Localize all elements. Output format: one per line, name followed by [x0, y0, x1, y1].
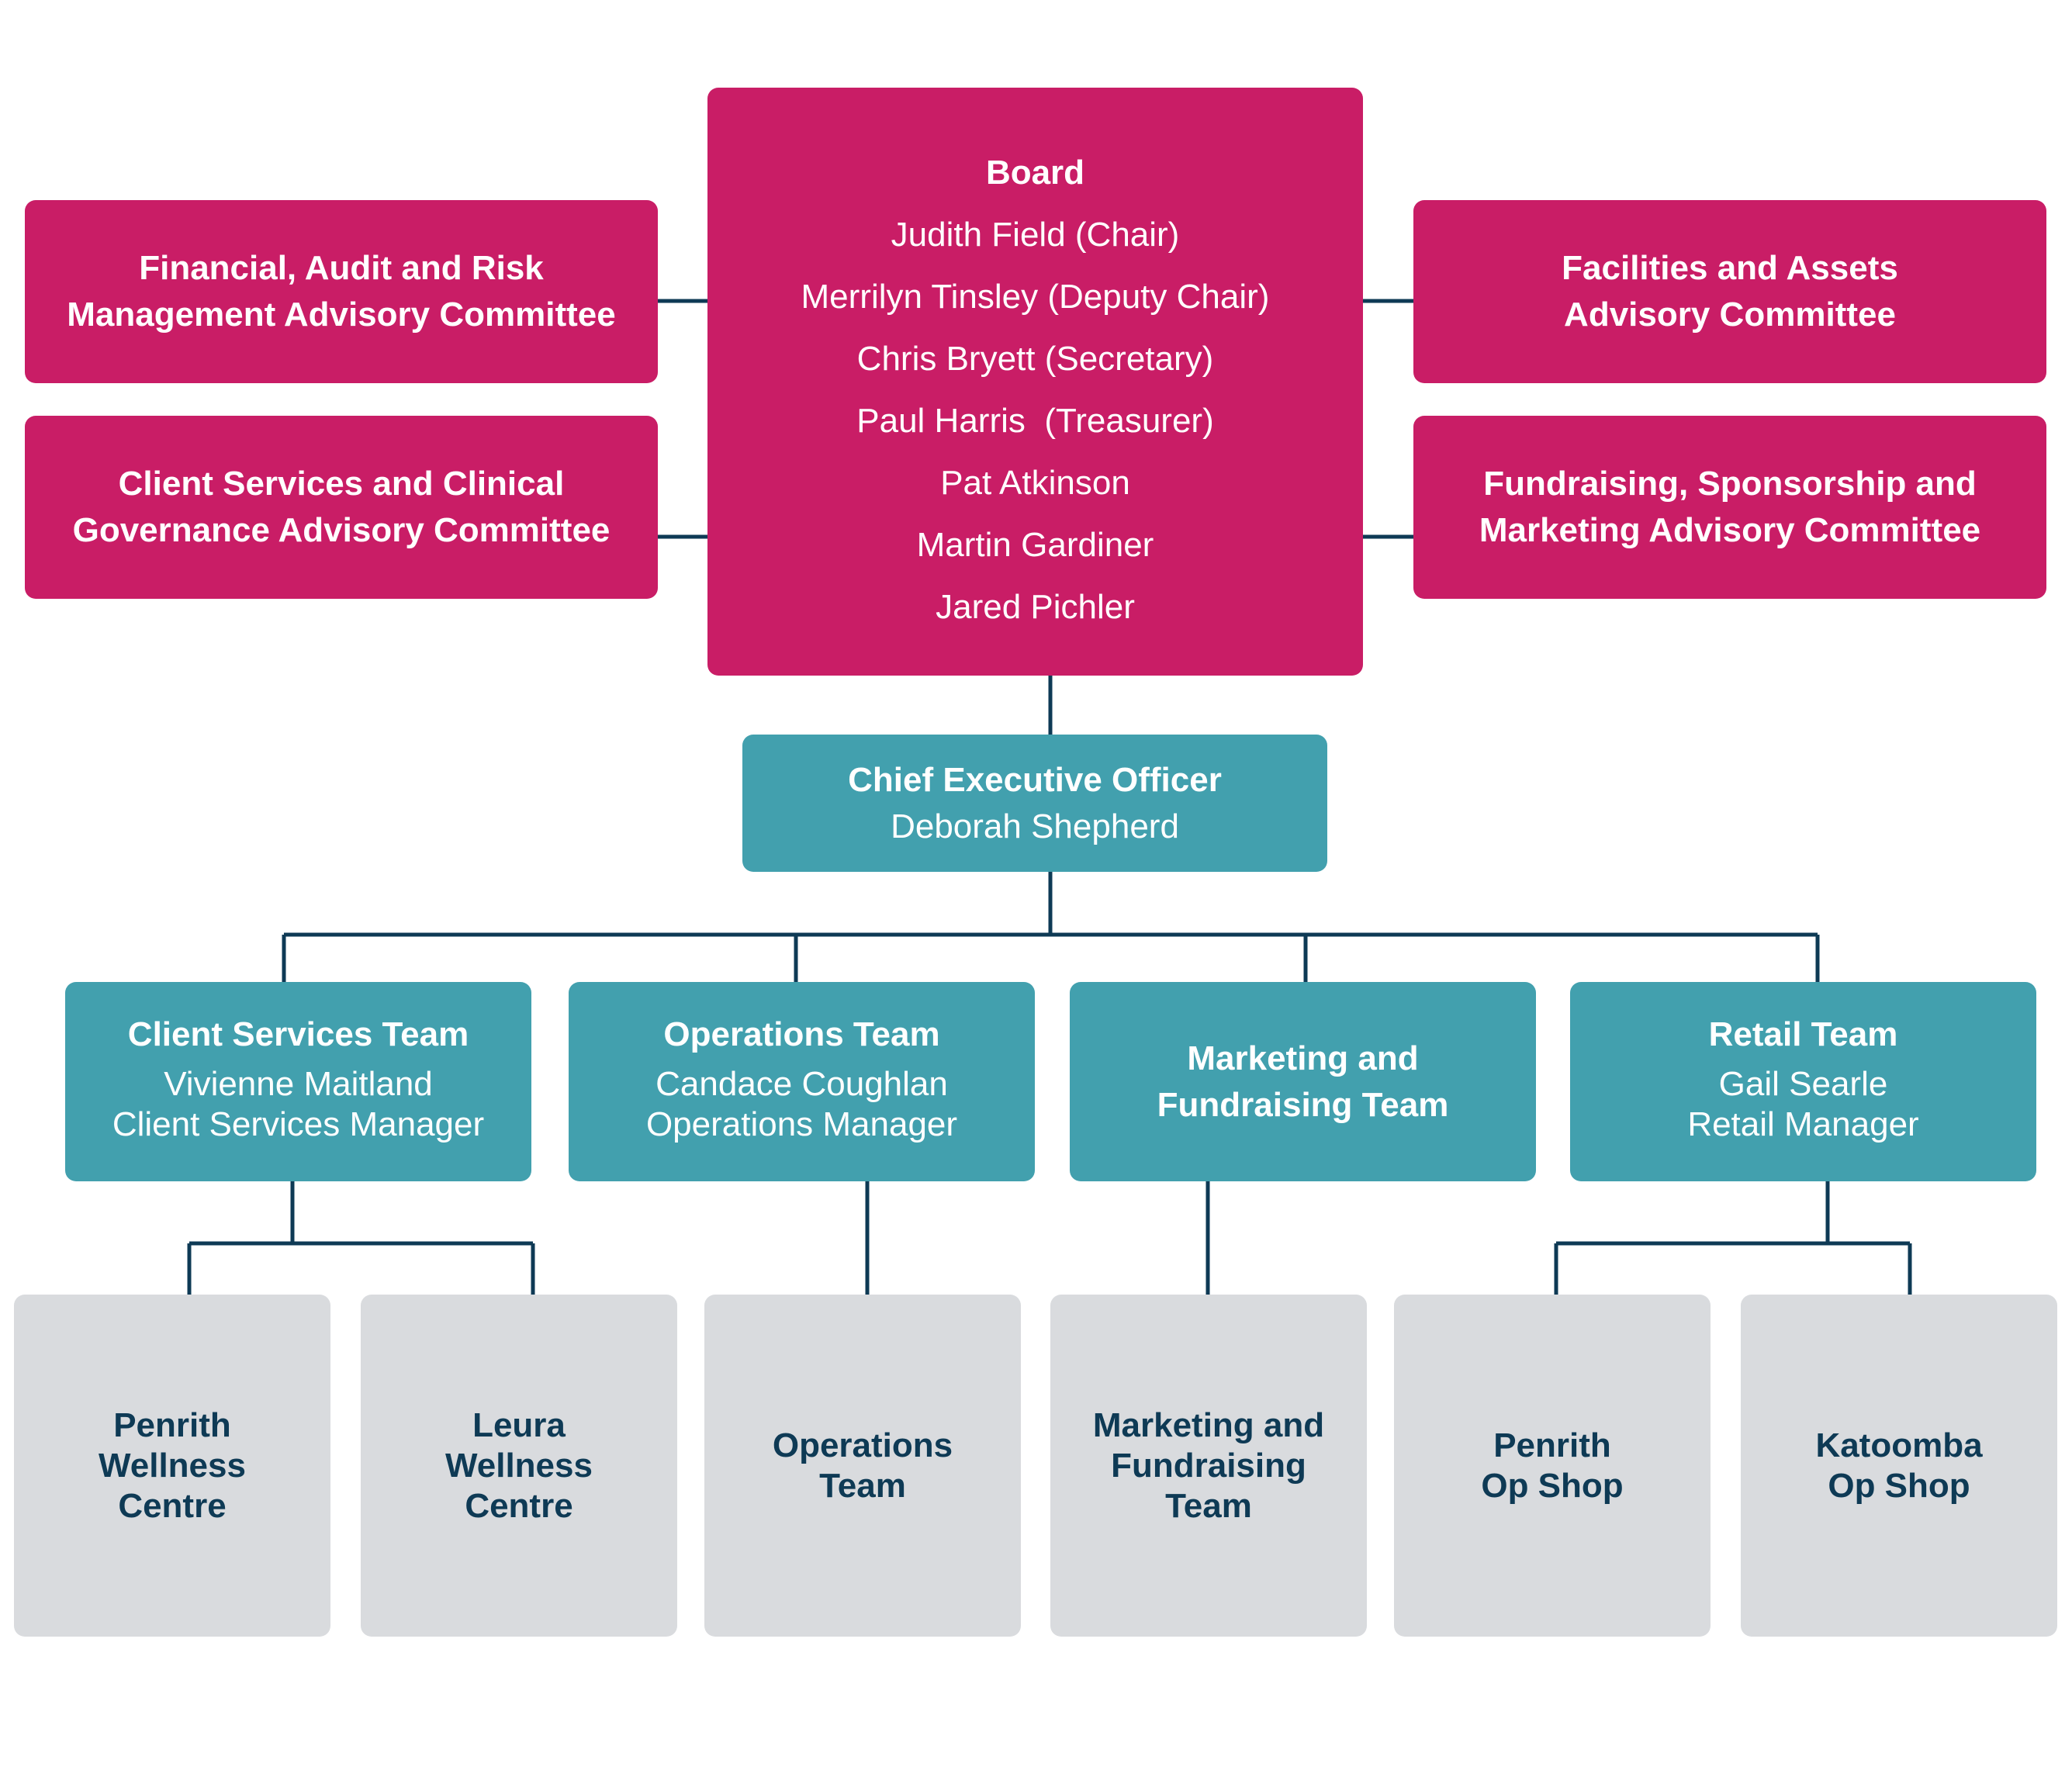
ceo-name: Deborah Shepherd: [891, 807, 1179, 845]
board-member: Chris Bryett (Secretary): [856, 340, 1214, 378]
unit-leura-wellness-centre: Leura Wellness Centre: [361, 1295, 677, 1637]
team-manager-role: Operations Manager: [645, 1105, 958, 1143]
board-box: Board Judith Field (Chair) Merrilyn Tins…: [707, 88, 1363, 676]
team-title: Retail Team: [1708, 1015, 1898, 1053]
team-title-line: Fundraising Team: [1157, 1085, 1449, 1124]
committee-line: Financial, Audit and Risk: [139, 249, 544, 287]
committee-client-services-clinical: Client Services and Clinical Governance …: [25, 416, 658, 599]
unit-marketing-fundraising-team: Marketing and Fundraising Team: [1050, 1295, 1367, 1637]
committee-line: Marketing Advisory Committee: [1479, 511, 1981, 549]
unit-label-line: Centre: [118, 1486, 227, 1525]
ceo-box: Chief Executive Officer Deborah Shepherd: [742, 735, 1327, 872]
team-title-line: Marketing and: [1187, 1039, 1419, 1077]
team-manager-name: Vivienne Maitland: [164, 1065, 433, 1103]
team-manager-role: Client Services Manager: [112, 1105, 485, 1143]
unit-penrith-wellness-centre: Penrith Wellness Centre: [14, 1295, 330, 1637]
committee-fundraising-sponsorship-marketing: Fundraising, Sponsorship and Marketing A…: [1413, 416, 2046, 599]
unit-label-line: Team: [819, 1466, 906, 1505]
committee-line: Advisory Committee: [1564, 296, 1896, 334]
board-member: Martin Gardiner: [916, 526, 1154, 564]
team-marketing-fundraising: Marketing and Fundraising Team: [1070, 982, 1536, 1181]
unit-label-line: Penrith: [113, 1405, 231, 1444]
unit-label-line: Op Shop: [1828, 1466, 1970, 1505]
team-operations: Operations Team Candace Coughlan Operati…: [569, 982, 1035, 1181]
unit-label-line: Penrith: [1493, 1426, 1611, 1464]
unit-label-line: Katoomba: [1815, 1426, 1983, 1464]
unit-label-line: Team: [1165, 1486, 1252, 1525]
committee-facilities-assets: Facilities and Assets Advisory Committee: [1413, 200, 2046, 383]
unit-penrith-op-shop: Penrith Op Shop: [1394, 1295, 1711, 1637]
committee-line: Management Advisory Committee: [67, 296, 616, 334]
unit-katoomba-op-shop: Katoomba Op Shop: [1741, 1295, 2057, 1637]
unit-label-line: Operations: [772, 1426, 953, 1464]
committee-financial-audit-risk: Financial, Audit and Risk Management Adv…: [25, 200, 658, 383]
ceo-title: Chief Executive Officer: [848, 760, 1222, 799]
committee-line: Governance Advisory Committee: [72, 511, 611, 549]
team-retail: Retail Team Gail Searle Retail Manager: [1570, 982, 2036, 1181]
board-member: Paul Harris (Treasurer): [856, 402, 1214, 440]
board-member: Jared Pichler: [936, 588, 1135, 626]
team-title: Operations Team: [663, 1015, 940, 1053]
team-client-services: Client Services Team Vivienne Maitland C…: [65, 982, 531, 1181]
unit-operations-team: Operations Team: [704, 1295, 1021, 1637]
team-title: Client Services Team: [127, 1015, 469, 1053]
unit-label-line: Marketing and: [1092, 1405, 1325, 1444]
committee-line: Fundraising, Sponsorship and: [1483, 465, 1977, 503]
team-manager-name: Candace Coughlan: [655, 1065, 948, 1103]
unit-label-line: Centre: [465, 1486, 573, 1525]
board-member: Judith Field (Chair): [891, 216, 1180, 254]
team-manager-role: Retail Manager: [1687, 1105, 1919, 1143]
board-member: Pat Atkinson: [940, 464, 1130, 502]
unit-label-line: Leura: [472, 1405, 566, 1444]
unit-label-line: Op Shop: [1481, 1466, 1624, 1505]
committee-line: Facilities and Assets: [1562, 249, 1898, 287]
unit-label-line: Wellness: [99, 1446, 246, 1485]
committee-line: Client Services and Clinical: [118, 465, 565, 503]
team-manager-name: Gail Searle: [1718, 1065, 1888, 1103]
board-title: Board: [985, 154, 1085, 192]
board-member: Merrilyn Tinsley (Deputy Chair): [801, 278, 1270, 316]
unit-label-line: Fundraising: [1111, 1446, 1306, 1485]
unit-label-line: Wellness: [445, 1446, 593, 1485]
